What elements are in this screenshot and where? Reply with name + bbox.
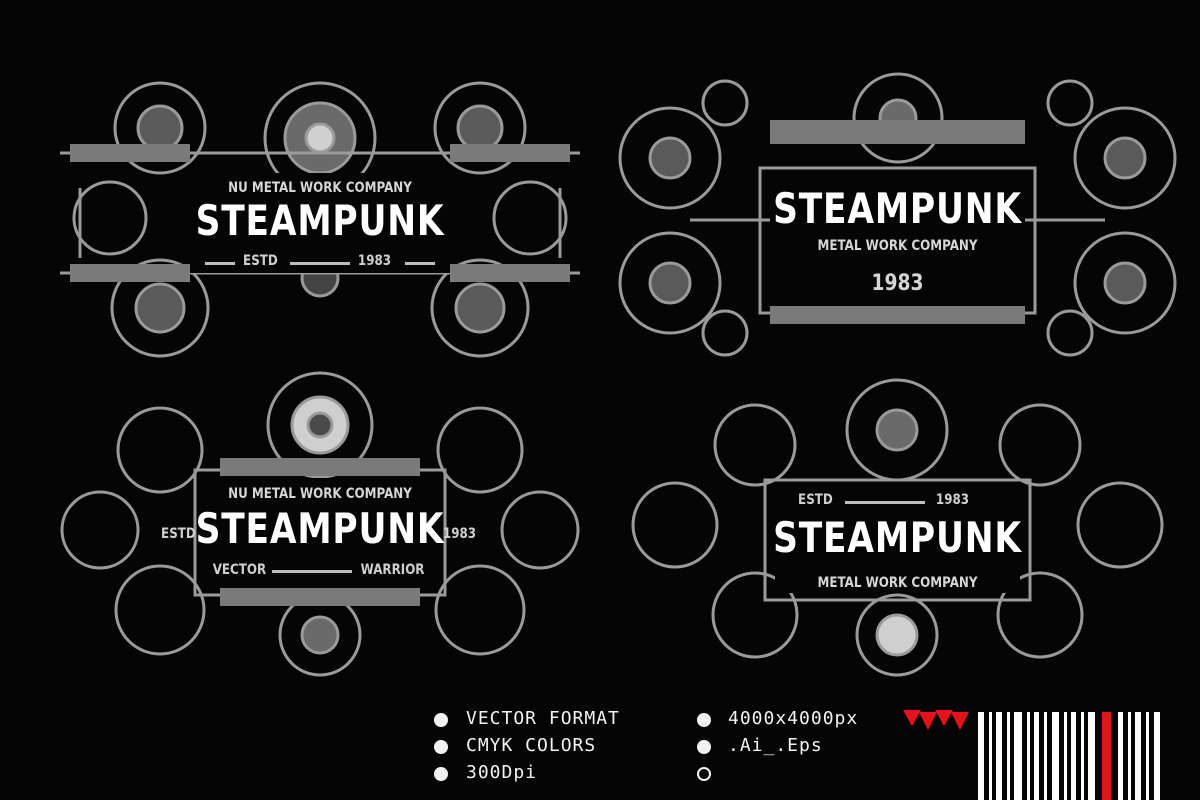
warrior-logo-icon (903, 710, 969, 730)
gear-frame-2 (618, 72, 1177, 357)
emblem-4-company: METAL WORK COMPANY (817, 575, 978, 591)
gear-frame-1 (60, 81, 580, 358)
emblem-4: ESTD 1983 STEAMPUNK METAL WORK COMPANY (615, 375, 1180, 685)
feature-cmyk-colors: CMYK COLORS (466, 735, 597, 756)
bullet-icon (434, 767, 448, 781)
emblem-3-year: 1983 (442, 526, 477, 542)
emblem-2: STEAMPUNK METAL WORK COMPANY 1983 (610, 68, 1185, 363)
emblem-1-company: NU METAL WORK COMPANY (228, 180, 412, 196)
emblem-3-company: NU METAL WORK COMPANY (228, 486, 412, 502)
feature-resolution: 4000x4000px (728, 708, 859, 729)
feature-file-types: .Ai_.Eps (728, 735, 823, 756)
emblem-1-rule-mid (290, 262, 350, 265)
bullet-icon (697, 713, 711, 727)
emblem-3: NU METAL WORK COMPANY STEAMPUNK ESTD 198… (40, 370, 600, 680)
emblem-1-year: 1983 (357, 253, 392, 269)
bullet-icon (434, 740, 448, 754)
bullet-icon (697, 740, 711, 754)
gear-frame-4 (631, 378, 1164, 677)
hollow-bullet-icon (697, 767, 711, 781)
emblem-1-rule-left (205, 262, 235, 265)
feature-300dpi: 300Dpi (466, 762, 538, 783)
emblem-1-estd: ESTD (243, 253, 278, 269)
emblem-3-right-tag: WARRIOR (360, 562, 425, 578)
bullet-icon (434, 713, 448, 727)
emblem-1-rule-right (405, 262, 435, 265)
feature-vector-format: VECTOR FORMAT (466, 708, 620, 729)
emblem-1-title: STEAMPUNK (195, 196, 445, 245)
emblem-3-estd: ESTD (161, 526, 196, 542)
emblem-4-rule (845, 501, 925, 504)
barcode-icon (978, 712, 1160, 800)
emblem-4-estd: ESTD (798, 492, 833, 508)
emblem-4-year: 1983 (935, 492, 970, 508)
emblem-1: NU METAL WORK COMPANY STEAMPUNK ESTD 198… (50, 78, 590, 368)
emblem-4-title: STEAMPUNK (773, 513, 1022, 562)
emblem-2-year: 1983 (871, 271, 924, 296)
emblem-2-company: METAL WORK COMPANY (817, 238, 978, 254)
gear-frame-3 (60, 371, 580, 677)
emblem-2-title: STEAMPUNK (773, 184, 1022, 233)
emblem-3-left-tag: VECTOR (212, 562, 267, 578)
emblem-3-rule (272, 570, 352, 573)
emblem-3-title: STEAMPUNK (195, 504, 445, 553)
